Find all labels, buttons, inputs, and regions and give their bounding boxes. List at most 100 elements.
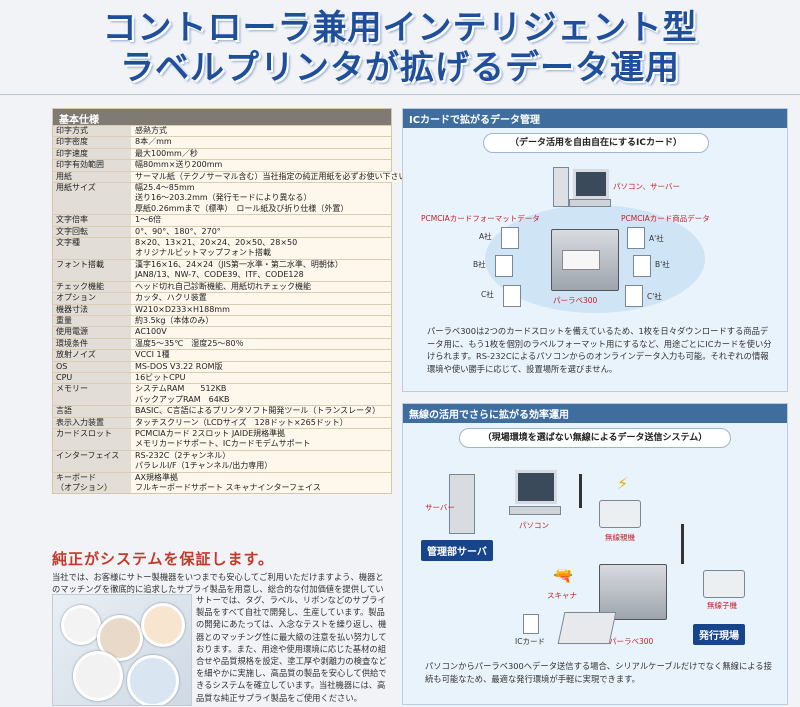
wireless-panel-heading: 無線の活用でさらに拡がる効率運用 [403, 404, 787, 423]
spec-value: 約3.5kg（本体のみ） [131, 315, 391, 327]
spec-row: 印字速度最大100mm／秒 [53, 147, 391, 160]
spec-row: 用紙サイズ幅25.4〜85mm 送り16〜203.2mm（発行モードにより異なる… [53, 182, 391, 215]
spec-value: VCCI 1種 [131, 350, 391, 361]
pc-label: パソコン、サーバー [613, 182, 680, 191]
spec-value: サーマル紙（テクノサーマル含む）当社指定の純正用紙を必ずお使い下さい。 [131, 171, 419, 183]
spec-value: 最大100mm／秒 [131, 148, 391, 160]
spec-key: 文字種 [53, 238, 131, 259]
spec-key: 用紙サイズ [53, 183, 131, 215]
spec-row: 環境条件温度5〜35℃ 湿度25〜80％ [53, 337, 391, 350]
label-roll-image [61, 605, 101, 645]
spec-value: タッチスクリーン（LCDサイズ 128ドット×265ドット） [131, 417, 391, 428]
spec-key: 印字有効範囲 [53, 160, 131, 171]
spec-value: 感熱方式 [131, 126, 391, 137]
spec-row: オプションカッタ、ハクリ装置 [53, 292, 391, 304]
parent-label: 無線親機 [605, 533, 635, 542]
pc-keyboard-image [509, 506, 561, 515]
spec-row: 重量約3.5kg（本体のみ） [53, 314, 391, 327]
company-c: C社 [481, 290, 494, 299]
spec-row: フォント搭載漢字16×16、24×24（JIS第一水準・第二水準、明朝体） JA… [53, 258, 391, 281]
format-data-label: PCMCIAカードフォーマットデータ [421, 214, 540, 223]
spec-key: キーボード （オプション） [53, 472, 131, 494]
spec-row: 印字方式感熱方式 [53, 125, 391, 137]
keyboard-image [569, 199, 611, 207]
printer-image [551, 229, 619, 291]
label-roll-image [73, 651, 123, 701]
spec-heading: 基本仕様 [53, 109, 391, 126]
server-image [449, 474, 475, 534]
supply-heading: 純正がシステムを保証します。 [52, 550, 275, 568]
scanner-label: スキャナ [547, 591, 577, 600]
ic-panel-heading: ICカードで拡がるデータ管理 [403, 109, 787, 128]
printer-image [599, 564, 667, 620]
wireless-child-image [703, 570, 745, 598]
divider [0, 94, 800, 95]
spec-value: BASIC、C言語によるプリンタソフト開発ツール（トランスレータ） [131, 406, 391, 417]
ic-card-image [523, 614, 539, 634]
spec-value: システムRAM 512KB バックアップRAM 64KB [131, 384, 391, 406]
spec-row: 用紙サーマル紙（テクノサーマル含む）当社指定の純正用紙を必ずお使い下さい。 [53, 170, 419, 183]
ic-panel-text: パーラベ300は2つのカードスロットを備えているため、1枚を日々ダウンロードする… [427, 326, 772, 374]
spec-value: 0°、90°、180°、270° [131, 226, 391, 238]
spec-key: 印字密度 [53, 137, 131, 148]
wireless-parent-image [599, 500, 641, 528]
spec-key: 印字速度 [53, 148, 131, 160]
pc-label: パソコン [519, 521, 549, 530]
spec-row: キーボード （オプション）AX規格準拠 フルキーボードサポート スキャナインター… [53, 471, 391, 494]
supply-photo [52, 594, 192, 706]
ic-card-image [625, 285, 643, 307]
company-b: B社 [473, 260, 486, 269]
spec-key: 文字倍率 [53, 215, 131, 226]
spec-key: CPU [53, 372, 131, 384]
spec-row: 表示入力装置タッチスクリーン（LCDサイズ 128ドット×265ドット） [53, 416, 391, 428]
spec-key: メモリー [53, 384, 131, 406]
spec-key: フォント搭載 [53, 259, 131, 281]
child-label: 無線子機 [707, 601, 737, 610]
spec-value: カッタ、ハクリ装置 [131, 293, 391, 304]
spec-value: AC100V [131, 327, 391, 338]
spec-value: 幅80mm×送り200mm [131, 160, 391, 171]
spec-key: インターフェイス [53, 450, 131, 472]
spec-row: メモリーシステムRAM 512KB バックアップRAM 64KB [53, 383, 391, 406]
title-line-2: ラベルプリンタが拡げるデータ運用 [120, 48, 680, 88]
issuing-site-tag: 発行現場 [693, 624, 745, 645]
spec-key: 環境条件 [53, 338, 131, 350]
spec-key: 言語 [53, 406, 131, 417]
spec-value: 8本／mm [131, 137, 391, 148]
spec-row: 印字有効範囲幅80mm×送り200mm [53, 159, 391, 171]
supply-text-side: サトーでは、タグ、ラベル、リボンなどのサプライ製品をすべて自社で開発し、生産して… [196, 595, 387, 703]
spec-key: チェック機能 [53, 281, 131, 293]
label-roll-image [141, 603, 185, 647]
title-line-1: コントローラ兼用インテリジェント型 [102, 8, 698, 48]
product-data-label: PCMCIAカード商品データ [621, 214, 710, 223]
ic-card-panel: ICカードで拡がるデータ管理 （データ活用を自由自在にするICカード） パソコン… [402, 108, 788, 392]
wireless-panel: 無線の活用でさらに拡がる効率運用 （現場環境を選ばない無線によるデータ送信システ… [402, 403, 788, 705]
supply-section: 純正がシステムを保証します。 当社では、お客様にサトー製機器をいつまでも安心して… [52, 548, 390, 703]
spec-key: 文字回転 [53, 226, 131, 238]
monitor-image [573, 169, 609, 199]
spec-value: PCMCIAカード 2スロット JAIDE規格準拠 メモリカードサポート、ICカ… [131, 428, 391, 450]
server-label: サーバー [425, 503, 455, 512]
spec-value: RS-232C（2チャンネル） パラレルI/F（1チャンネル/出力専用） [131, 450, 391, 472]
server-tower-image [553, 167, 569, 207]
printer-label: パーラベ300 [553, 296, 598, 305]
iccard-label: ICカード [515, 637, 545, 646]
spec-key: 機器寸法 [53, 304, 131, 315]
spec-value: 漢字16×16、24×24（JIS第一水準・第二水準、明朝体） JAN8/13、… [131, 259, 391, 281]
company-a: A社 [479, 232, 492, 241]
spec-value: 1〜6倍 [131, 215, 391, 226]
ic-panel-bubble: （データ活用を自由自在にするICカード） [483, 133, 709, 153]
page-title: コントローラ兼用インテリジェント型 ラベルプリンタが拡げるデータ運用 [0, 8, 800, 88]
spec-value: 温度5〜35℃ 湿度25〜80％ [131, 338, 391, 350]
